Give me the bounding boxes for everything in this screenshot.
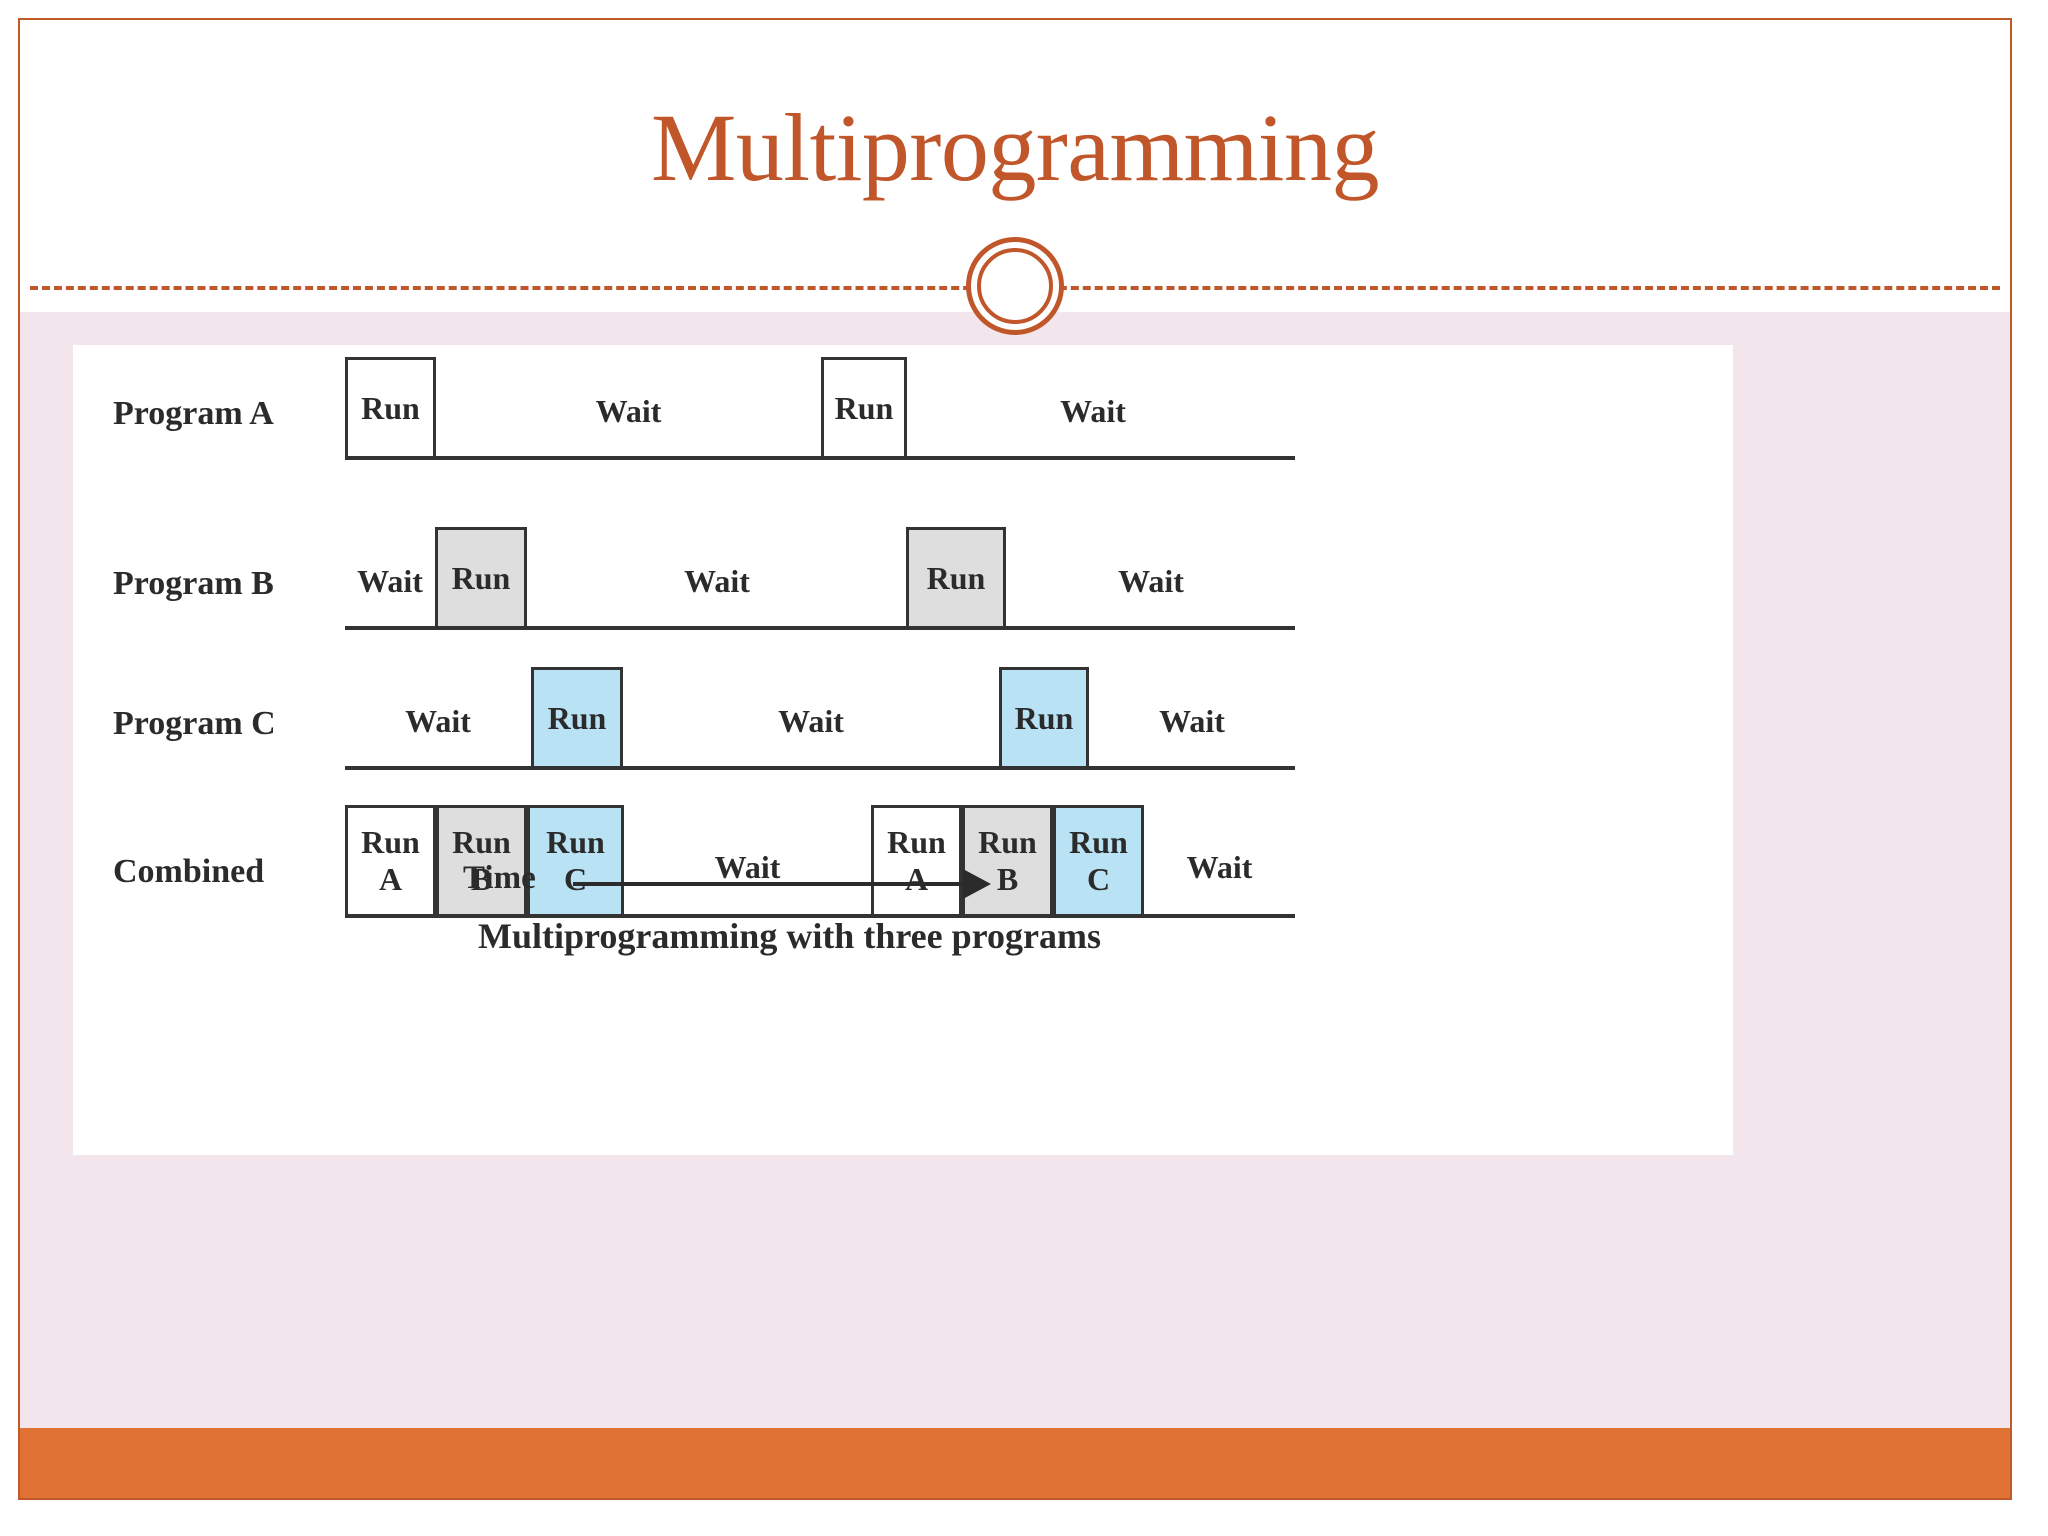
slide-frame: Multiprogramming Program A Run Wait Run … bbox=[18, 18, 2012, 1500]
block-text: Run bbox=[1069, 824, 1128, 861]
block-run-a: Run A bbox=[871, 805, 962, 917]
block-run-a: Run A bbox=[345, 805, 436, 917]
time-arrow-head-icon bbox=[963, 869, 991, 899]
figure-caption: Multiprogramming with three programs bbox=[478, 916, 1101, 956]
block-text: Run bbox=[451, 559, 511, 596]
row-label-combined: Combined bbox=[113, 853, 265, 890]
wait-label: Wait bbox=[1060, 393, 1126, 429]
wait-label: Wait bbox=[1159, 703, 1225, 739]
wait-label: Wait bbox=[1186, 849, 1253, 885]
time-arrow-line bbox=[573, 882, 968, 886]
block-run-c: Run C bbox=[1053, 805, 1144, 917]
block-text: Run bbox=[452, 824, 511, 861]
wait-label: Wait bbox=[595, 393, 662, 429]
block-text: Run bbox=[1014, 699, 1074, 736]
wait-label: Wait bbox=[1118, 563, 1184, 599]
circle-ornament-icon bbox=[966, 237, 1064, 335]
block-run-b: Run B bbox=[436, 805, 527, 917]
block-text: Run bbox=[834, 389, 894, 426]
block-text: Run bbox=[926, 559, 986, 596]
block-run: Run bbox=[906, 527, 1006, 629]
page-title: Multiprogramming bbox=[651, 94, 1379, 201]
block-text: Run bbox=[547, 699, 607, 736]
row-baseline bbox=[345, 626, 1295, 630]
wait-label: Wait bbox=[357, 563, 423, 599]
slide-body: Program A Run Wait Run Wait Program B Wa… bbox=[20, 312, 2010, 1432]
block-run-c: Run C bbox=[527, 805, 624, 917]
block-subtext: B bbox=[470, 861, 493, 897]
block-text: Run bbox=[361, 389, 420, 426]
block-subtext: C bbox=[563, 861, 588, 897]
block-text: Run bbox=[546, 824, 605, 861]
wait-label: Wait bbox=[405, 703, 471, 739]
block-text: Run bbox=[361, 824, 420, 861]
circle-inner-ring bbox=[977, 248, 1053, 324]
block-subtext: C bbox=[1086, 861, 1111, 897]
block-run-b: Run B bbox=[962, 805, 1053, 917]
wait-label: Wait bbox=[684, 563, 750, 599]
block-text: Run bbox=[887, 824, 946, 861]
timeline-row-program-b: Program B Wait Run Wait Run Wait bbox=[73, 515, 1733, 675]
block-run: Run bbox=[531, 667, 623, 769]
timeline-row-program-a: Program A Run Wait Run Wait bbox=[73, 345, 1733, 505]
block-run: Run bbox=[435, 527, 527, 629]
row-label-program-a: Program A bbox=[113, 395, 274, 432]
block-run: Run bbox=[821, 357, 907, 459]
row-baseline bbox=[345, 766, 1295, 770]
wait-label: Wait bbox=[778, 703, 844, 739]
block-subtext: A bbox=[904, 861, 929, 897]
block-run: Run bbox=[345, 357, 436, 459]
wait-label: Wait bbox=[714, 849, 781, 885]
row-label-program-b: Program B bbox=[113, 565, 274, 602]
block-subtext: B bbox=[996, 861, 1019, 897]
time-axis-label: Time bbox=[463, 860, 536, 896]
timeline-row-combined: Combined Run A Run B Run C Wait Run A bbox=[73, 795, 1733, 965]
block-subtext: A bbox=[378, 861, 403, 897]
block-run: Run bbox=[999, 667, 1089, 769]
block-text: Run bbox=[978, 824, 1037, 861]
timeline-row-program-c: Program C Wait Run Wait Run Wait bbox=[73, 655, 1733, 815]
row-label-program-c: Program C bbox=[113, 705, 276, 742]
row-baseline bbox=[345, 456, 1295, 460]
row-baseline bbox=[345, 914, 1295, 918]
figure-panel: Program A Run Wait Run Wait Program B Wa… bbox=[73, 345, 1733, 1155]
bottom-accent-band bbox=[20, 1428, 2010, 1498]
